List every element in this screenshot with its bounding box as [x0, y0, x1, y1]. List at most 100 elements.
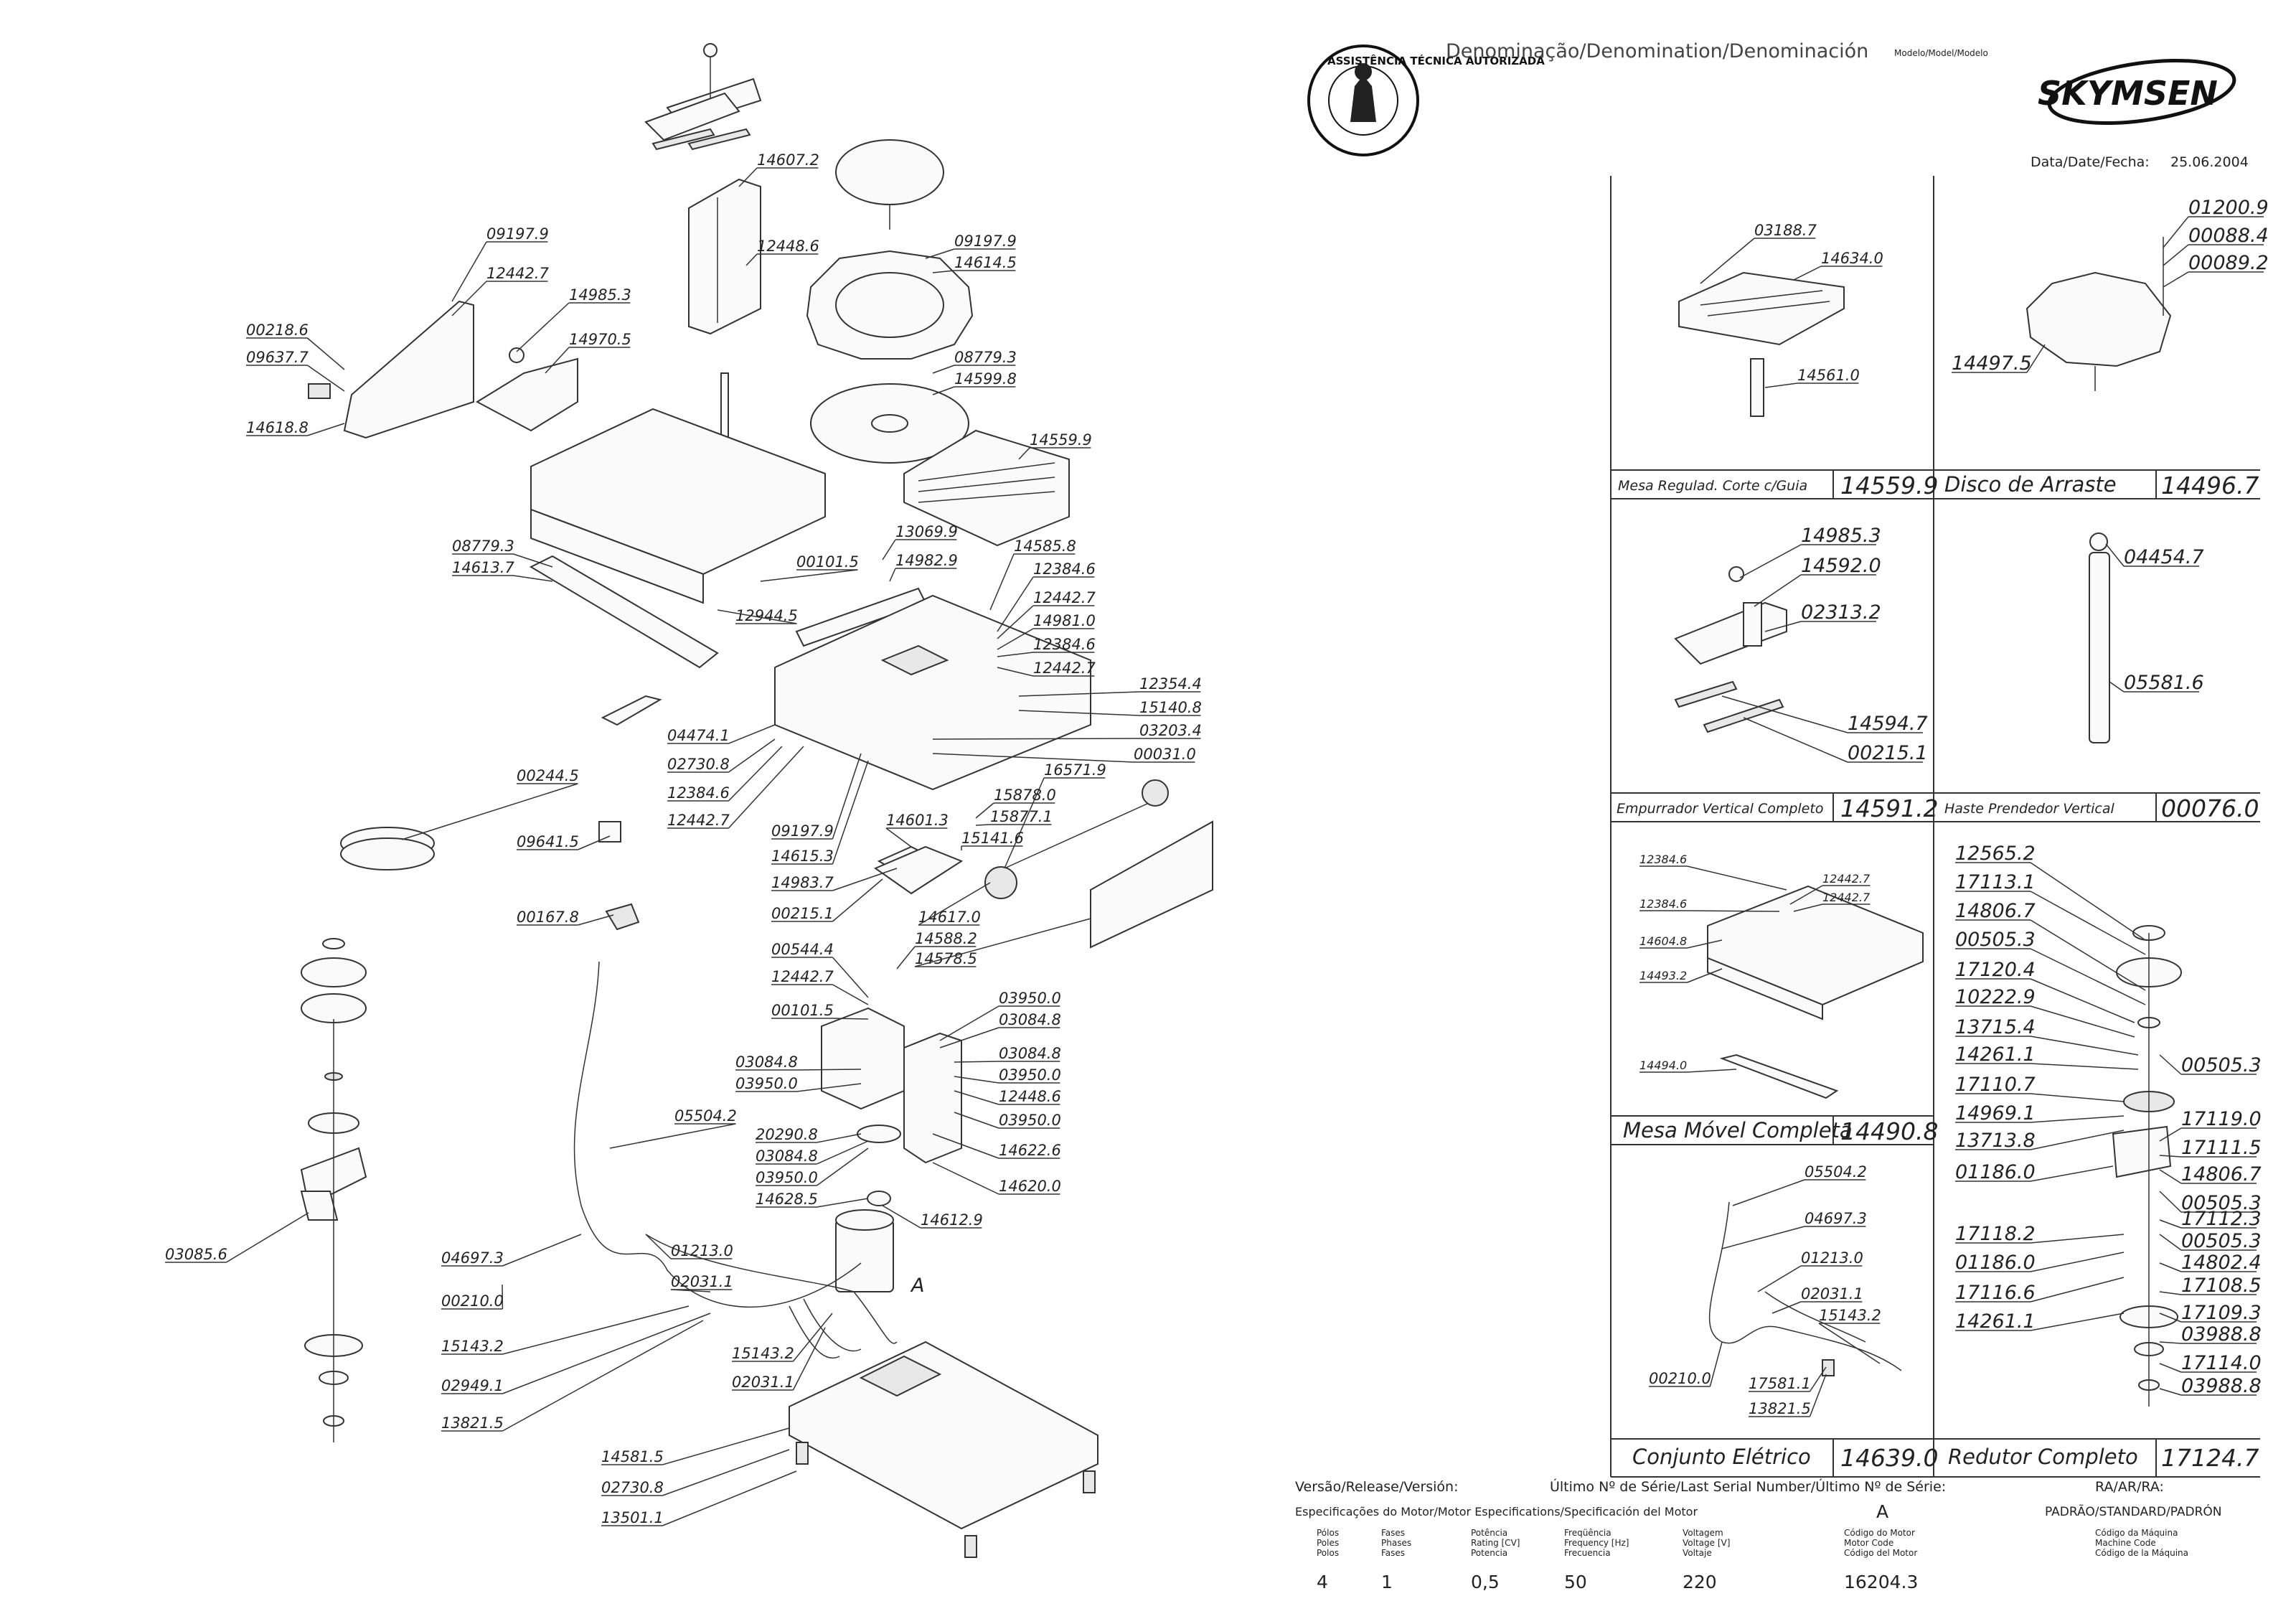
- callout-redutor-17: 17119.0: [2159, 1108, 2262, 1142]
- callout-mesa_movel-3: 12442.7: [1793, 891, 1871, 912]
- callout-redutor-25: 17109.3: [2159, 1302, 2262, 1324]
- callout-redutor-6: 13715.4: [1955, 1016, 2139, 1056]
- part-number-label: 00215.1: [771, 905, 834, 922]
- version-label: Versão/Release/Versión:: [1295, 1479, 1459, 1495]
- leader-line: [2159, 1191, 2182, 1213]
- leader-line: [1757, 1265, 1802, 1292]
- callout-main-77: 13821.5: [441, 1320, 704, 1432]
- leader-line: [882, 539, 896, 560]
- callout-main-75: 02949.1: [441, 1313, 711, 1394]
- motor-spec-table: PólosPolesPolos4FasesPhasesFases1Potênci…: [1317, 1528, 2188, 1592]
- leader-line: [1764, 382, 1798, 388]
- callout-main-53: 03084.8: [939, 1011, 1061, 1048]
- leader-line: [2026, 344, 2046, 373]
- leader-line: [2163, 216, 2189, 248]
- leader-line: [817, 1133, 862, 1143]
- leader-line: [989, 553, 1015, 611]
- callout-main-50: 12442.7: [771, 968, 869, 1005]
- leader-line: [1789, 885, 1823, 905]
- callout-conjunto_eletrico-2: 01213.0: [1757, 1249, 1863, 1292]
- part-number-label: 12442.7: [667, 812, 730, 829]
- callout-main-12: 14599.8: [932, 370, 1017, 395]
- leader-line: [997, 652, 1034, 657]
- part-number-label: 17110.7: [1955, 1074, 2036, 1096]
- part-number-label: 08779.3: [452, 538, 514, 555]
- callout-main-24: 12384.6: [997, 636, 1096, 657]
- motor-col-6-h1: Código da Máquina: [2095, 1528, 2178, 1538]
- leader-line: [645, 1234, 672, 1259]
- leader-line: [226, 1212, 309, 1263]
- motor-col-5-value: 16204.3: [1844, 1572, 1918, 1592]
- callout-main-26: 12354.4: [1018, 675, 1202, 697]
- part-number-label: 14985.3: [569, 286, 631, 304]
- leader-line: [796, 1083, 862, 1092]
- subassembly-grid: [1610, 176, 2260, 1478]
- panel-code-redutor: 17124.7: [2161, 1444, 2259, 1472]
- leader-line: [2030, 891, 2146, 955]
- callout-redutor-18: 17111.5: [2159, 1137, 2262, 1159]
- leader-line: [932, 1162, 999, 1195]
- part-number-label: 14970.5: [569, 331, 631, 348]
- leader-line: [1721, 695, 1848, 733]
- part-number-label: 04454.7: [2124, 546, 2204, 568]
- callout-main-68: 03085.6: [165, 1212, 309, 1263]
- callout-main-15: 14613.7: [452, 559, 553, 582]
- motor-col-5-h3: Código del Motor: [1844, 1548, 1917, 1558]
- part-number-label: 13501.1: [601, 1509, 664, 1526]
- part-number-label: 12448.6: [757, 238, 819, 255]
- part-number-label: 13715.4: [1955, 1016, 2036, 1038]
- part-number-label: 14592.0: [1801, 555, 1881, 577]
- leader-line: [2030, 1005, 2135, 1038]
- big-letter-a: A: [910, 1275, 924, 1297]
- part-number-label: 00031.0: [1134, 746, 1196, 763]
- leader-line: [792, 1313, 833, 1362]
- version-value: A: [1876, 1501, 1888, 1522]
- motor-col-4-h2: Voltage [V]: [1683, 1538, 1730, 1548]
- motor-col-0-h1: Pólos: [1317, 1528, 1339, 1538]
- callout-main-0: 14607.2: [738, 151, 819, 187]
- leader-line: [832, 984, 869, 1005]
- motor-col-2-value: 0,5: [1471, 1572, 1500, 1592]
- leader-line: [609, 1123, 736, 1149]
- callout-main-52: 03950.0: [939, 990, 1061, 1041]
- motor-col-1-h2: Phases: [1381, 1538, 1411, 1548]
- callout-main-74: 15143.2: [732, 1313, 833, 1362]
- leader-line: [2030, 862, 2146, 941]
- callout-empurrador-1: 14592.0: [1754, 555, 1881, 607]
- leader-line: [997, 605, 1034, 639]
- callout-main-73: 15143.2: [441, 1305, 690, 1355]
- leader-line: [662, 1470, 797, 1526]
- leader-line: [1700, 238, 1755, 284]
- part-number-label: 16571.9: [1044, 761, 1106, 779]
- leader-line: [2109, 681, 2125, 693]
- panel-code-empurrador: 14591.2: [1840, 794, 1938, 822]
- part-number-label: 03203.4: [1139, 722, 1202, 739]
- part-number-label: 17118.2: [1955, 1223, 2036, 1245]
- callout-main-49: 00544.4: [771, 941, 869, 998]
- leader-line: [925, 248, 955, 259]
- callout-disco_arraste-2: 00089.2: [2163, 252, 2269, 288]
- leader-line: [745, 253, 758, 266]
- part-number-label: 14985.3: [1801, 525, 1881, 547]
- part-number-label: 12448.6: [999, 1088, 1061, 1105]
- part-number-label: 03988.8: [2181, 1375, 2262, 1397]
- leader-line: [832, 868, 898, 891]
- callout-main-63: 03950.0: [756, 1147, 869, 1186]
- leader-line: [2030, 1093, 2125, 1102]
- leader-line: [1818, 1323, 1881, 1364]
- part-number-label: 02031.1: [1801, 1285, 1863, 1303]
- leader-line: [832, 1018, 869, 1020]
- callout-conjunto_eletrico-3: 02031.1: [1772, 1285, 1863, 1314]
- leader-line: [2159, 1363, 2182, 1373]
- leader-line: [2030, 1115, 2125, 1123]
- panel-code-mesa-regulada: 14559.9: [1840, 471, 1938, 499]
- part-number-label: 12442.7: [771, 968, 834, 985]
- serial-label: Último Nº de Série/Last Serial Number/Úl…: [1550, 1478, 1946, 1495]
- leader-line: [2159, 1169, 2182, 1184]
- callout-main-43: 00167.8: [517, 909, 614, 926]
- part-number-label: 05504.2: [674, 1107, 737, 1125]
- part-number-label: 17114.0: [2181, 1352, 2262, 1374]
- callout-main-29: 00031.0: [932, 746, 1196, 763]
- part-number-label: 20290.8: [756, 1126, 818, 1143]
- callout-main-78: 14581.5: [601, 1427, 790, 1465]
